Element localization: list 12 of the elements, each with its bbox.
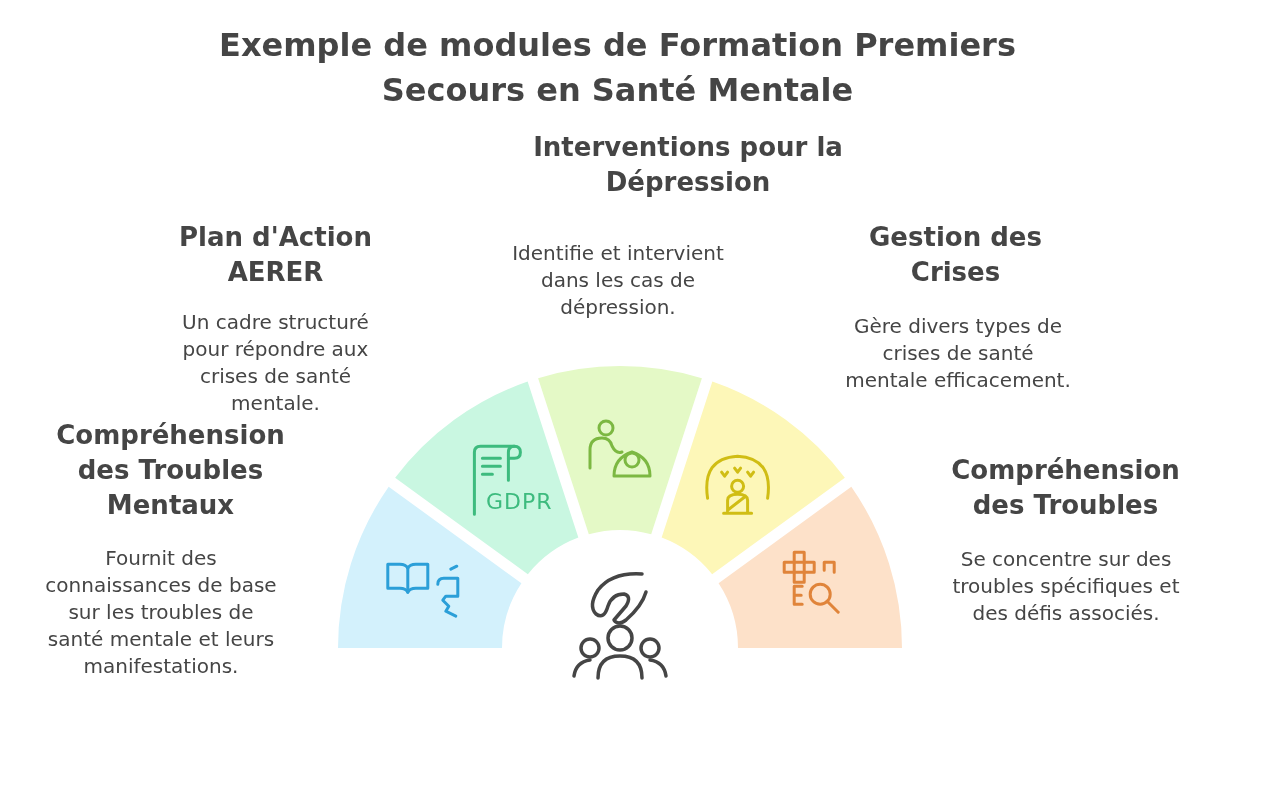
module-heading: Compréhension des Troubles Mentaux	[55, 419, 286, 522]
module-description: Se concentre sur des troubles spécifiques et des défis associés.	[951, 546, 1181, 627]
module-heading: Gestion des Crises	[868, 221, 1043, 289]
module-heading: Interventions pour la Dépression	[532, 131, 844, 199]
document-label: GDPR	[486, 488, 553, 516]
module-description: Un cadre structuré pour répondre aux crises de santé mentale.	[181, 309, 370, 417]
module-description: Fournit des connaissances de base sur les troubles de santé mentale et leurs manifestations.	[44, 545, 278, 680]
module-heading: Plan d'Action AERER	[178, 221, 373, 289]
module-description: Gère divers types de crises de santé mentale efficacement.	[844, 313, 1072, 394]
module-heading: Compréhension des Troubles	[950, 454, 1181, 522]
module-description: Identifie et intervient dans les cas de dépression.	[511, 240, 725, 321]
diagram-title: Exemple de modules de Formation Premiers Secours en Santé Mentale	[218, 25, 1017, 111]
